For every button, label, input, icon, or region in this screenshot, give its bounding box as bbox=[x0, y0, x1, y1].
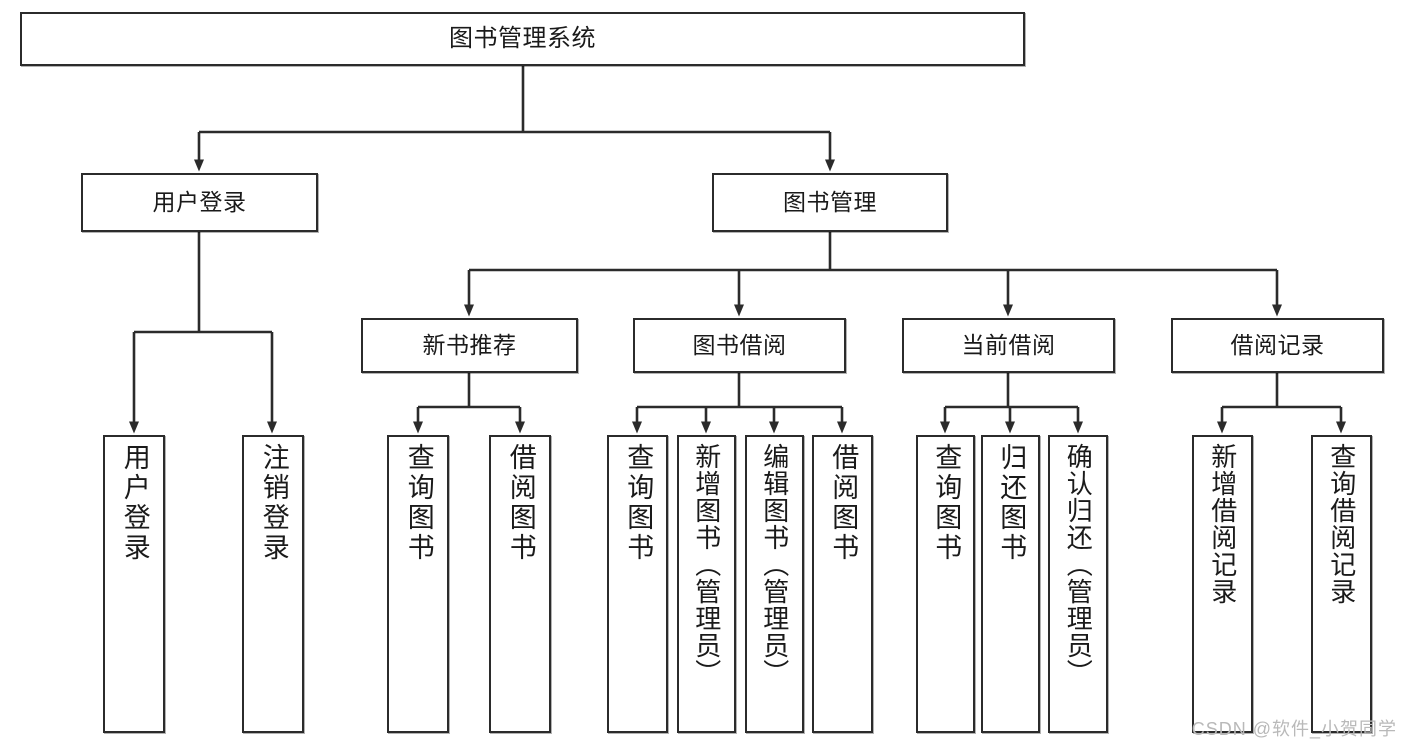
leaf-user-login[interactable]: 用户登录 bbox=[103, 435, 165, 733]
node-root-system[interactable]: 图书管理系统 bbox=[20, 12, 1025, 66]
node-label: 图书管理系统 bbox=[449, 24, 596, 52]
node-label: 归还图书 bbox=[996, 443, 1027, 563]
node-label: 查询图书 bbox=[403, 443, 434, 563]
leaf-add-book-admin[interactable]: 新增图书（管理员） bbox=[677, 435, 736, 733]
node-label: 查询图书 bbox=[623, 443, 654, 563]
node-book-management[interactable]: 图书管理 bbox=[712, 173, 948, 232]
watermark: CSDN @软件_小贺同学 bbox=[1191, 719, 1397, 739]
leaf-add-borrow-record[interactable]: 新增借阅记录 bbox=[1192, 435, 1253, 733]
node-new-book-recommend[interactable]: 新书推荐 bbox=[361, 318, 578, 373]
leaf-borrow-book-recommend[interactable]: 借阅图书 bbox=[489, 435, 551, 733]
node-label: 借阅记录 bbox=[1230, 331, 1325, 358]
leaf-query-book-recommend[interactable]: 查询图书 bbox=[387, 435, 449, 733]
node-label: 借阅图书 bbox=[828, 443, 859, 563]
node-label: 借阅图书 bbox=[505, 443, 536, 563]
node-label: 用户登录 bbox=[119, 443, 150, 563]
node-label: 新书推荐 bbox=[422, 331, 517, 358]
leaf-return-book[interactable]: 归还图书 bbox=[981, 435, 1040, 733]
node-book-borrow[interactable]: 图书借阅 bbox=[633, 318, 846, 373]
node-label: 注销登录 bbox=[258, 443, 289, 563]
node-label: 新增图书（管理员） bbox=[691, 443, 722, 686]
node-label: 图书管理 bbox=[783, 188, 877, 215]
node-borrow-record[interactable]: 借阅记录 bbox=[1171, 318, 1384, 373]
node-current-borrow[interactable]: 当前借阅 bbox=[902, 318, 1115, 373]
node-label: 用户登录 bbox=[152, 188, 247, 215]
node-label: 图书借阅 bbox=[692, 331, 787, 358]
leaf-edit-book-admin[interactable]: 编辑图书（管理员） bbox=[745, 435, 804, 733]
node-label: 查询借阅记录 bbox=[1326, 443, 1357, 605]
node-label: 编辑图书（管理员） bbox=[759, 443, 790, 686]
leaf-logout[interactable]: 注销登录 bbox=[242, 435, 304, 733]
leaf-confirm-return-admin[interactable]: 确认归还（管理员） bbox=[1048, 435, 1108, 733]
node-label: 当前借阅 bbox=[961, 331, 1056, 358]
leaf-query-borrow-record[interactable]: 查询借阅记录 bbox=[1311, 435, 1372, 733]
leaf-borrow-book[interactable]: 借阅图书 bbox=[812, 435, 873, 733]
node-user-login[interactable]: 用户登录 bbox=[81, 173, 318, 232]
node-label: 确认归还（管理员） bbox=[1063, 443, 1094, 686]
node-label: 新增借阅记录 bbox=[1207, 443, 1238, 605]
node-label: 查询图书 bbox=[931, 443, 962, 563]
leaf-query-book-borrow[interactable]: 查询图书 bbox=[607, 435, 668, 733]
leaf-query-book-current[interactable]: 查询图书 bbox=[916, 435, 975, 733]
